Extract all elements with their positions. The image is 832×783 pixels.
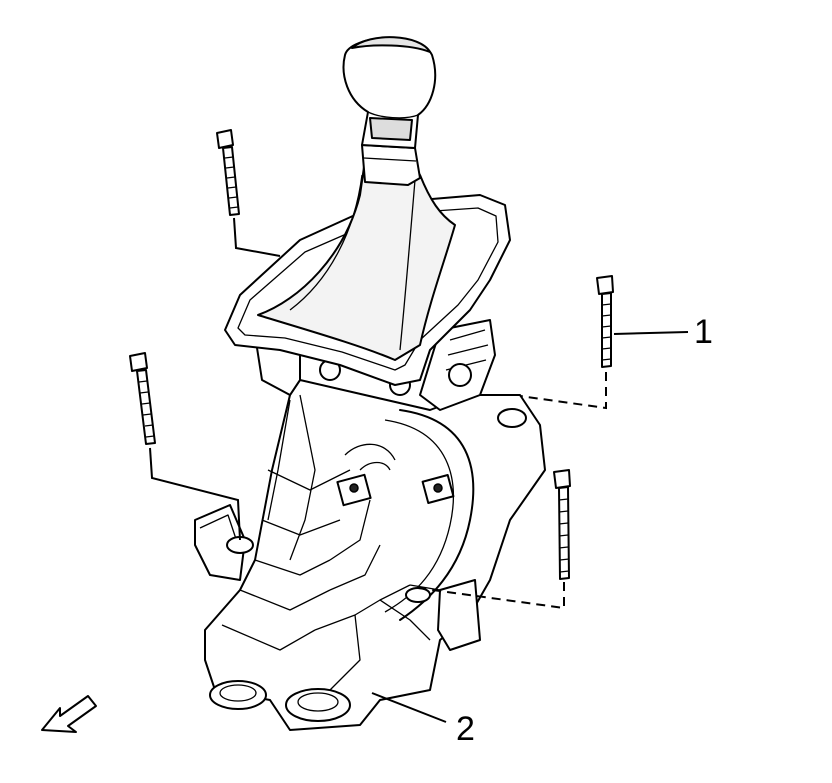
bolt-right-bottom (553, 469, 571, 580)
callout-leaders (371, 331, 689, 723)
shifter-base (194, 379, 546, 731)
bolt-right-top (596, 275, 614, 368)
front-direction-arrow-icon (41, 695, 97, 733)
bolt-alignment-lines (149, 217, 607, 610)
bolt-top-left (216, 129, 240, 216)
bolt-left (129, 352, 156, 445)
callout-1-label: 1 (694, 313, 713, 351)
shift-boot-bezel (224, 36, 511, 411)
callout-2-label: 2 (456, 710, 475, 748)
